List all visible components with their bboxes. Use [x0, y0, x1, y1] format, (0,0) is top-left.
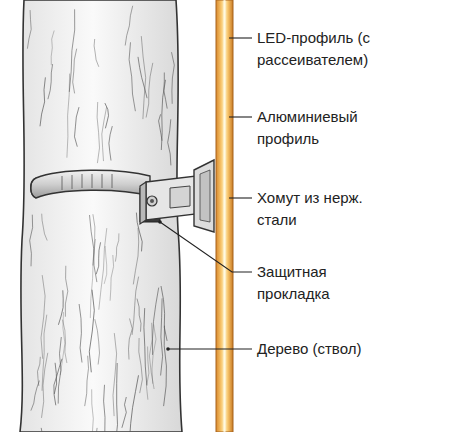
bark-stroke	[115, 363, 117, 432]
bark-stroke	[40, 77, 45, 126]
bark-stroke	[141, 36, 145, 119]
bark-stroke	[97, 102, 99, 163]
bark-stroke	[137, 299, 141, 332]
bark-stroke	[110, 255, 114, 301]
bark-stroke	[149, 323, 154, 389]
bark-stroke	[99, 228, 107, 310]
bark-stroke	[144, 308, 147, 385]
bark-stroke	[54, 363, 57, 406]
bark-stroke	[31, 381, 40, 411]
bark-stroke	[129, 42, 135, 111]
bark-stroke	[30, 215, 33, 267]
bark-stroke	[172, 52, 175, 104]
bark-stroke	[103, 385, 105, 432]
bark-stroke	[41, 428, 44, 432]
bark-stroke	[48, 64, 53, 99]
bark-stroke	[168, 119, 171, 165]
bark-stroke	[90, 215, 97, 282]
bark-stroke	[161, 80, 165, 150]
bark-stroke	[60, 312, 65, 375]
bark-stroke	[67, 74, 70, 158]
clamp-bracket	[146, 176, 196, 220]
bark-stroke	[133, 228, 138, 285]
bark-stroke	[51, 31, 54, 66]
bark-stroke	[113, 333, 117, 416]
bark-stroke	[85, 356, 89, 406]
bark-stroke	[42, 353, 48, 418]
bark-stroke	[38, 357, 41, 386]
bark-stroke	[41, 275, 45, 359]
bark-stroke	[96, 242, 100, 274]
bark-stroke	[79, 304, 82, 363]
bark-stroke	[164, 326, 167, 406]
steel-band	[31, 170, 150, 198]
bark-stroke	[109, 126, 112, 160]
bark-stroke	[125, 6, 133, 46]
bark-stroke	[122, 397, 126, 428]
led-profile	[216, 0, 233, 432]
leader-lines	[160, 38, 252, 349]
bark-stroke	[65, 266, 67, 317]
part-label: Защитная прокладка	[257, 261, 397, 305]
bark-stroke	[69, 9, 74, 92]
bark-stroke	[132, 277, 139, 335]
part-label: Хомут из нерж. стали	[257, 187, 397, 231]
bark-stroke	[89, 290, 94, 373]
bark-stroke	[90, 239, 95, 318]
bark-stroke	[42, 214, 48, 241]
part-label: Дерево (ствол)	[257, 338, 417, 360]
bark-stroke	[115, 233, 119, 261]
bark-stroke	[161, 298, 163, 375]
bark-stroke	[75, 107, 80, 147]
bark-stroke	[105, 103, 109, 128]
bark-stroke	[102, 107, 107, 161]
bark-stroke	[146, 63, 153, 118]
bark-stroke	[129, 319, 133, 360]
bark-stroke	[164, 73, 167, 109]
bark-stroke	[130, 375, 139, 432]
profile-holder	[194, 160, 214, 232]
bark-stroke	[153, 288, 159, 355]
part-label: Алюминиевый профиль	[257, 106, 397, 150]
bark-stroke	[95, 319, 100, 364]
bark-stroke	[139, 338, 143, 393]
bark-stroke	[73, 49, 77, 94]
bark-stroke	[91, 389, 93, 432]
bark-stroke	[147, 347, 149, 400]
bark-stroke	[94, 39, 99, 67]
part-label: LED-профиль (с рассеивателем)	[257, 27, 407, 71]
bark-stroke	[27, 10, 31, 49]
